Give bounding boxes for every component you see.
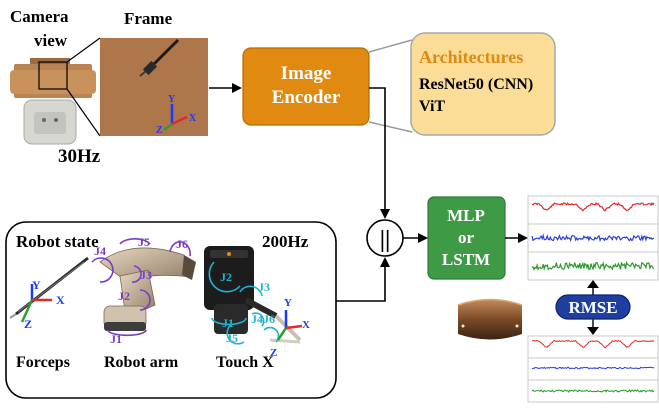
robot-state-rate: 200Hz <box>262 232 309 251</box>
arch-connector-top <box>368 39 413 53</box>
encoder-line2: Encoder <box>272 87 341 108</box>
gt-trace-green-panel <box>527 379 659 403</box>
predicted-trace-red-panel <box>527 195 659 225</box>
arm-joint-j1: J1 <box>110 332 122 346</box>
arm-joint-arc-j1 <box>107 329 147 337</box>
touch-z-axis <box>276 327 288 341</box>
arm-joint-arc-j5 <box>119 237 151 245</box>
zoom-line-top <box>66 37 101 63</box>
frame-x-label: X <box>189 113 197 124</box>
touch-joint-j5: J5 <box>226 331 238 345</box>
robot-arm-image <box>91 237 196 337</box>
arrow-encoder-to-concat <box>369 87 390 219</box>
predicted-trace-blue <box>531 233 655 243</box>
rmse-arrowhead-up <box>587 280 599 288</box>
arm-joint-j2: J2 <box>118 289 130 303</box>
ground-truth-traces <box>527 335 659 403</box>
touch-joint-j3: J3 <box>258 280 270 294</box>
touch-x-axis <box>285 324 303 330</box>
force-sensor-image <box>457 298 523 340</box>
arrow-state-to-concat <box>336 257 390 302</box>
forceps-y-label: Y <box>32 278 41 292</box>
touch-joint-arc-j2 <box>208 261 241 293</box>
architecture-item-resnet: ResNet50 (CNN) <box>419 76 533 93</box>
predicted-trace-red <box>531 201 655 212</box>
frame-image: Y X Z <box>100 38 208 136</box>
camera-label-line2: view <box>34 31 68 50</box>
model-line2: or <box>458 228 475 247</box>
predicted-trace-green <box>531 260 655 272</box>
frame-label: Frame <box>124 9 173 28</box>
arm-joint-arc-j2 <box>139 289 151 311</box>
camera-label-line1: Camera <box>10 7 69 26</box>
touch-joint-j1: J1 <box>222 316 234 330</box>
touch-x-label: X <box>302 319 310 331</box>
touch-joint-j4: J4 <box>251 312 263 326</box>
camera-rate: 30Hz <box>58 146 101 167</box>
arm-joint-arc-j3 <box>131 265 142 283</box>
touch-joint-arc-j4 <box>251 312 265 327</box>
model-line1: MLP <box>447 206 485 225</box>
frame-z-axis <box>163 123 173 131</box>
arm-joint-j5: J5 <box>138 235 150 249</box>
arm-joint-arc-j4 <box>91 257 114 283</box>
arm-joint-arc-j6 <box>169 241 191 257</box>
architecture-item-vit: ViT <box>419 98 445 115</box>
gt-trace-red <box>531 339 655 349</box>
arm-joint-j6: J6 <box>176 237 188 251</box>
touch-y-label: Y <box>284 297 292 309</box>
frame-x-axis <box>171 115 188 126</box>
camera-view-image <box>10 58 96 145</box>
camera-view-crop-box <box>38 61 68 90</box>
touch-joint-arc-j3 <box>239 285 263 297</box>
robot-state-title: Robot state <box>16 232 99 251</box>
touch-joint-arc-j1 <box>211 317 247 326</box>
touch-joint-j2: J2 <box>220 270 232 284</box>
forceps-z-label: Z <box>24 317 32 331</box>
rmse-arrowhead-down <box>587 327 599 335</box>
gt-trace-green <box>531 389 655 393</box>
rmse-label: RMSE <box>568 298 617 317</box>
touch-joint-j6: J6 <box>263 312 275 326</box>
arch-connector-bottom <box>368 121 413 133</box>
forceps-x-label: X <box>56 293 65 307</box>
architectures-title: Architectures <box>419 47 523 67</box>
robot-arm-label: Robot arm <box>104 354 179 371</box>
touch-z-label: Z <box>270 347 277 359</box>
forceps-z-axis <box>20 299 34 323</box>
predicted-traces <box>527 195 659 281</box>
rmse-badge <box>555 294 631 320</box>
forceps-label: Forceps <box>16 354 70 371</box>
arm-joint-j4: J4 <box>94 244 106 258</box>
encoder-line1: Image <box>281 63 332 84</box>
model-line3: LSTM <box>442 250 490 269</box>
touch-x-label-text: Touch X <box>216 354 274 371</box>
image-encoder-box <box>242 47 370 126</box>
touch-joint-arc-j5 <box>226 323 245 345</box>
forceps-image: Y X Z <box>9 256 89 331</box>
concat-symbol: || <box>380 227 391 253</box>
zoom-line-bottom <box>66 88 101 137</box>
architectures-box <box>410 32 556 136</box>
arm-joint-j3: J3 <box>140 268 152 282</box>
frame-y-label: Y <box>168 94 176 105</box>
touch-x-image: Y X Z <box>204 246 310 359</box>
gt-trace-blue <box>531 366 655 370</box>
frame-z-label: Z <box>156 125 163 136</box>
